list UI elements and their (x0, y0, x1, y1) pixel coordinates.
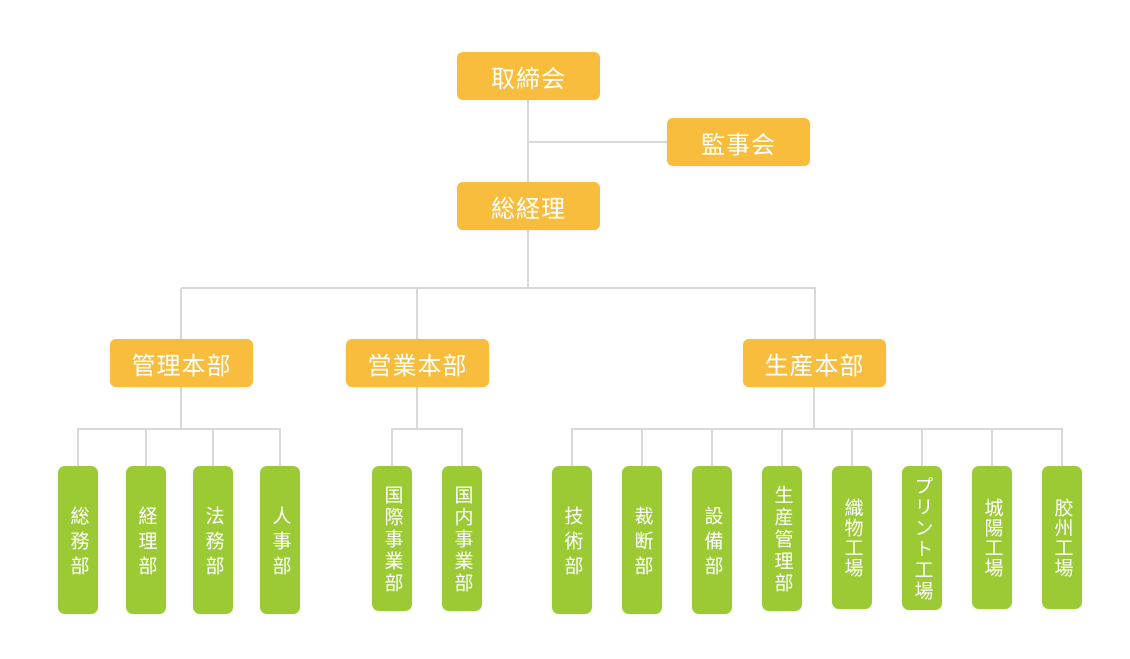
connector-drop-international (391, 429, 393, 466)
org-node-board-of-directors: 取締会 (457, 52, 600, 100)
org-node-weaving-factory: 織物工場 (832, 466, 872, 609)
connector-drop-jiaozhou (1061, 429, 1063, 466)
org-node-domestic-business-dept: 国内事業部 (442, 466, 482, 611)
org-node-international-business-dept: 国際事業部 (372, 466, 412, 611)
org-node-management-division: 管理本部 (110, 339, 253, 387)
connector-management-bus (77, 428, 281, 430)
connector-sales-down (416, 387, 418, 429)
connector-drop-equipment (711, 429, 713, 466)
org-node-equipment-dept: 設備部 (692, 466, 732, 614)
connector-production-down (813, 387, 815, 429)
connector-drop-technical (571, 429, 573, 466)
connector-to-management-division (180, 288, 182, 339)
connector-drop-domestic (461, 429, 463, 466)
connector-drop-weaving (851, 429, 853, 466)
org-node-technical-dept: 技術部 (552, 466, 592, 614)
org-node-production-division: 生産本部 (743, 339, 886, 387)
connector-management-down (180, 387, 182, 429)
connector-drop-legal (212, 429, 214, 466)
connector-drop-joyo (991, 429, 993, 466)
org-node-legal-dept: 法務部 (193, 466, 233, 614)
connector-drop-general-affairs (77, 429, 79, 466)
connector-drop-cutting (641, 429, 643, 466)
org-node-jiaozhou-factory: 胶州工場 (1042, 466, 1082, 609)
org-node-sales-division: 営業本部 (346, 339, 489, 387)
connector-to-sales-division (416, 288, 418, 339)
org-node-joyo-factory: 城陽工場 (972, 466, 1012, 609)
connector-drop-accounting (145, 429, 147, 466)
connector-drop-production-control (781, 429, 783, 466)
connector-gm-down (527, 230, 529, 288)
org-node-accounting-dept: 経理部 (126, 466, 166, 614)
org-node-hr-dept: 人事部 (260, 466, 300, 614)
connector-to-auditors (528, 141, 667, 143)
org-node-general-affairs-dept: 総務部 (58, 466, 98, 614)
connector-drop-print (921, 429, 923, 466)
connector-drop-hr (279, 429, 281, 466)
org-node-print-factory: プリント工場 (902, 466, 942, 610)
org-node-production-control-dept: 生産管理部 (762, 466, 802, 611)
connector-sales-bus (391, 428, 463, 430)
org-node-general-manager: 総経理 (457, 182, 600, 230)
org-node-board-of-auditors: 監事会 (667, 118, 810, 166)
org-node-cutting-dept: 裁断部 (622, 466, 662, 614)
connector-divisions-bus (181, 287, 816, 289)
connector-production-bus (571, 428, 1063, 430)
connector-to-production-division (814, 288, 816, 339)
